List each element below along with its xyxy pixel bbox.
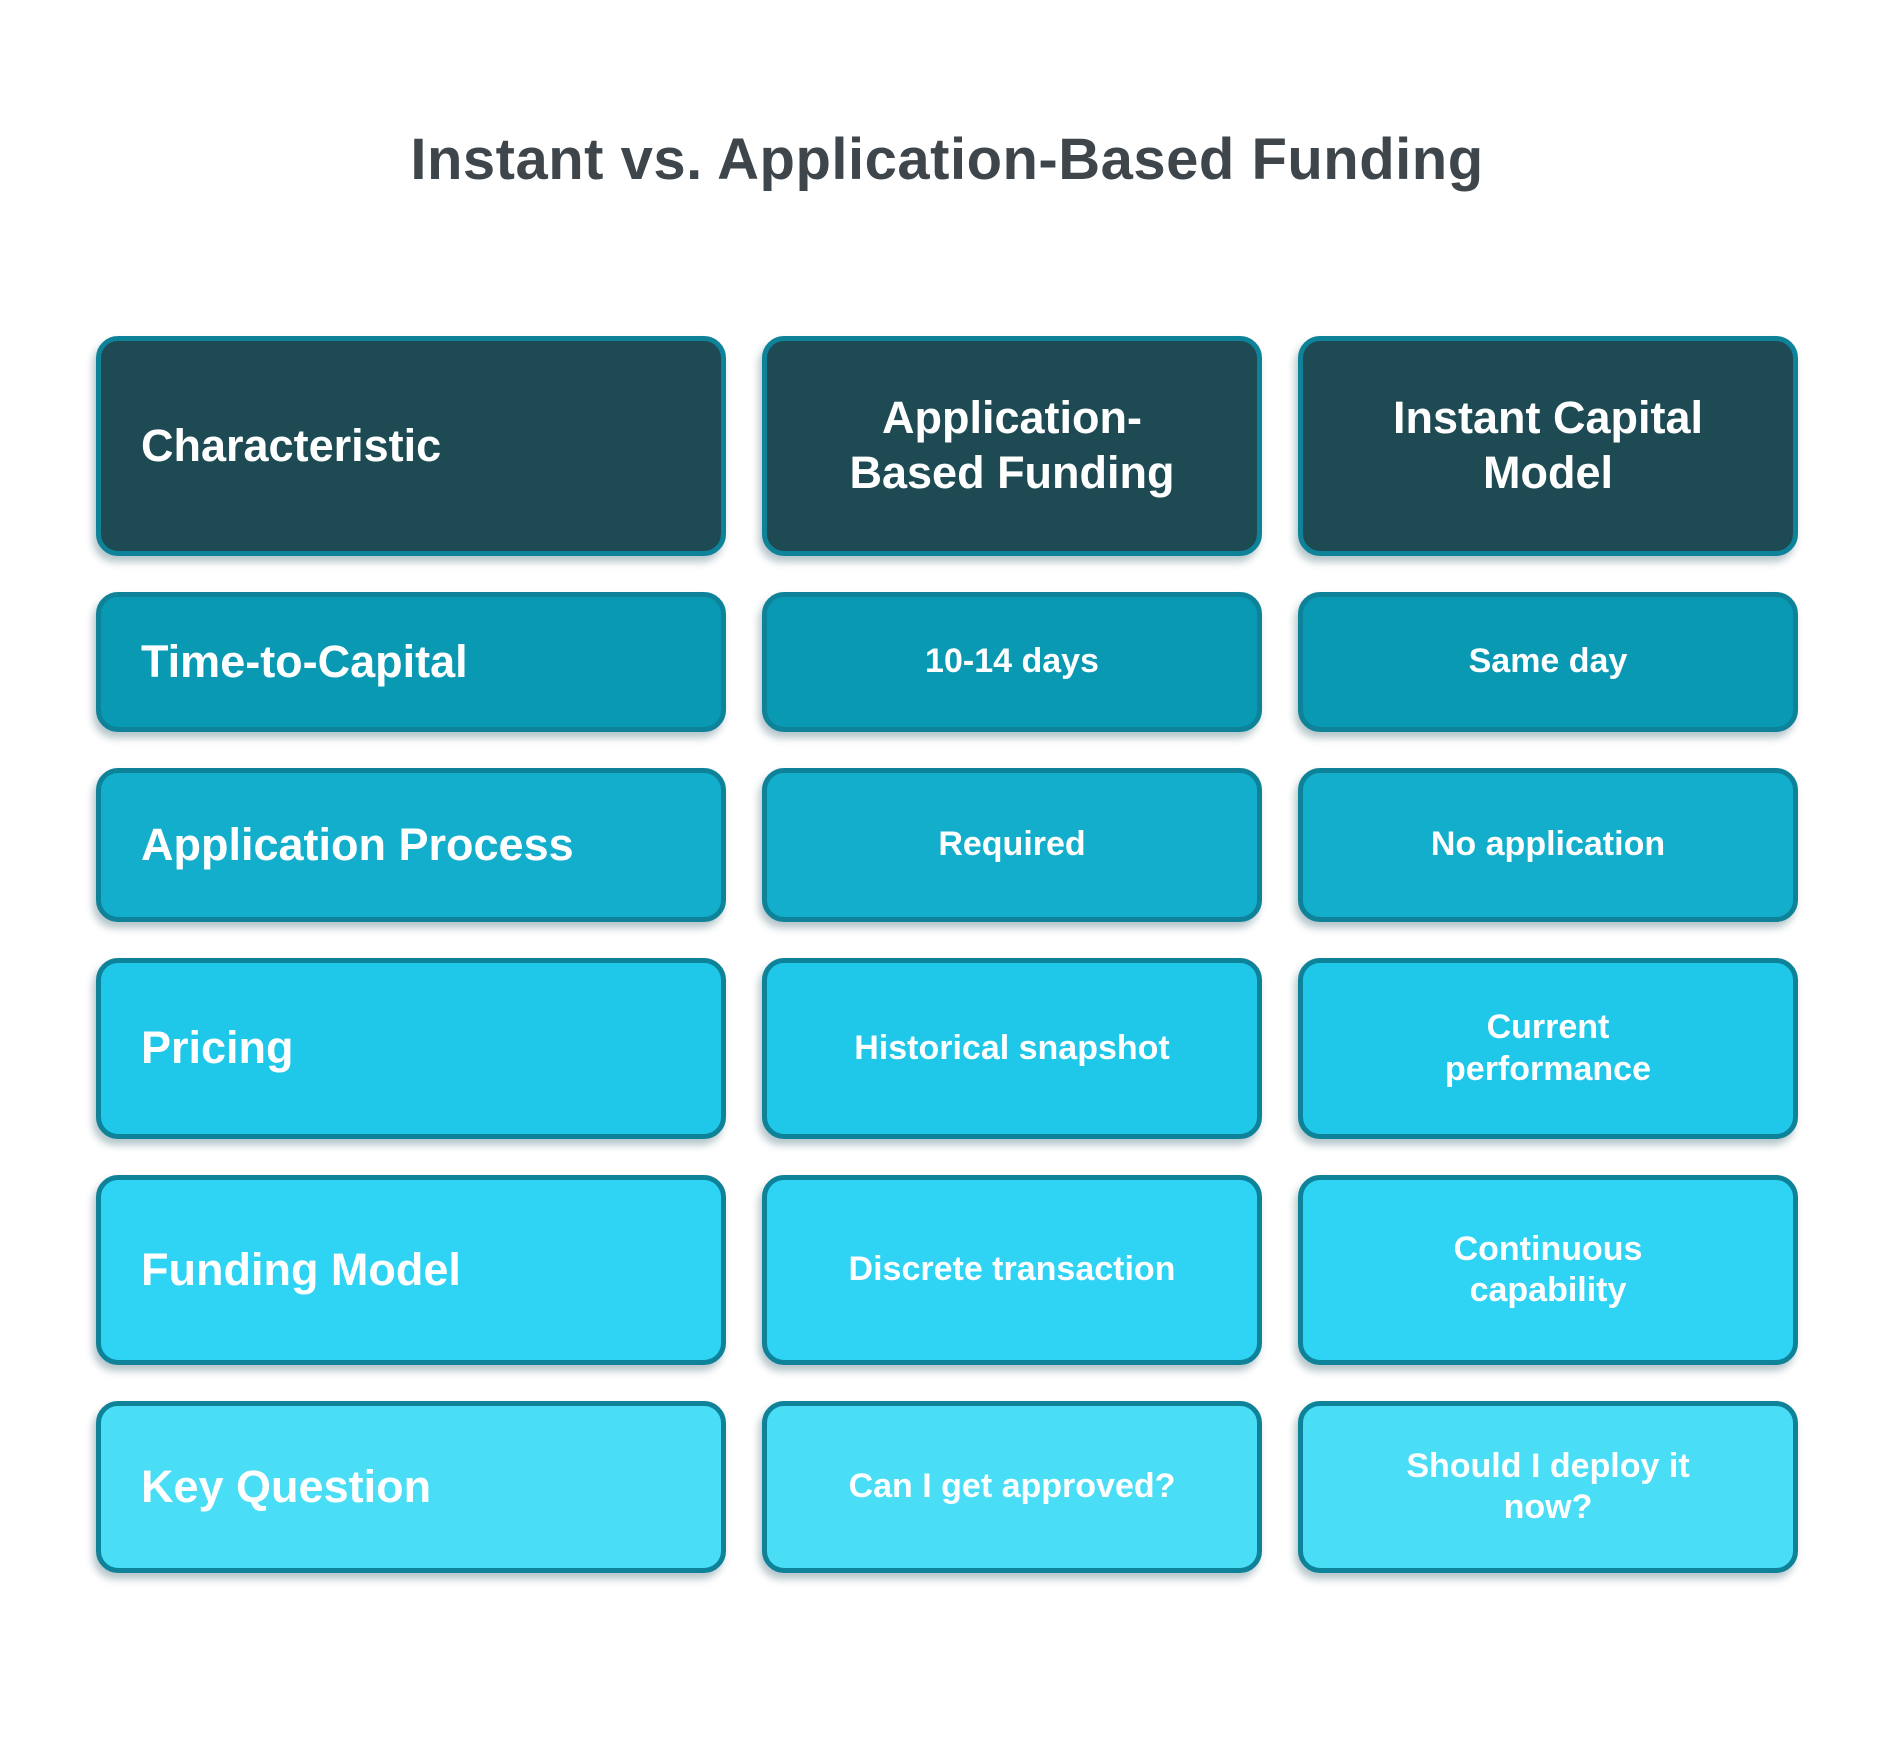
- row-label-pricing: Pricing: [96, 958, 726, 1139]
- value-key-question-application-based: Can I get approved?: [762, 1401, 1262, 1573]
- row-label-application-process: Application Process: [96, 768, 726, 922]
- row-label-key-question: Key Question: [96, 1401, 726, 1573]
- page-title: Instant vs. Application-Based Funding: [410, 127, 1484, 192]
- value-key-question-instant-capital: Should I deploy it now?: [1298, 1401, 1798, 1573]
- row-label-time-to-capital: Time-to-Capital: [96, 592, 726, 732]
- header-cell-instant-capital-model: Instant Capital Model: [1298, 336, 1798, 556]
- value-time-to-capital-instant-capital: Same day: [1298, 592, 1798, 732]
- value-time-to-capital-application-based: 10-14 days: [762, 592, 1262, 732]
- value-pricing-application-based: Historical snapshot: [762, 958, 1262, 1139]
- value-funding-model-instant-capital: Continuous capability: [1298, 1175, 1798, 1365]
- value-application-process-instant-capital: No application: [1298, 768, 1798, 922]
- value-pricing-instant-capital: Current performance: [1298, 958, 1798, 1139]
- value-application-process-application-based: Required: [762, 768, 1262, 922]
- row-label-funding-model: Funding Model: [96, 1175, 726, 1365]
- value-funding-model-application-based: Discrete transaction: [762, 1175, 1262, 1365]
- header-cell-characteristic: Characteristic: [96, 336, 726, 556]
- comparison-table: Characteristic Application- Based Fundin…: [96, 336, 1798, 1573]
- header-cell-application-based-funding: Application- Based Funding: [762, 336, 1262, 556]
